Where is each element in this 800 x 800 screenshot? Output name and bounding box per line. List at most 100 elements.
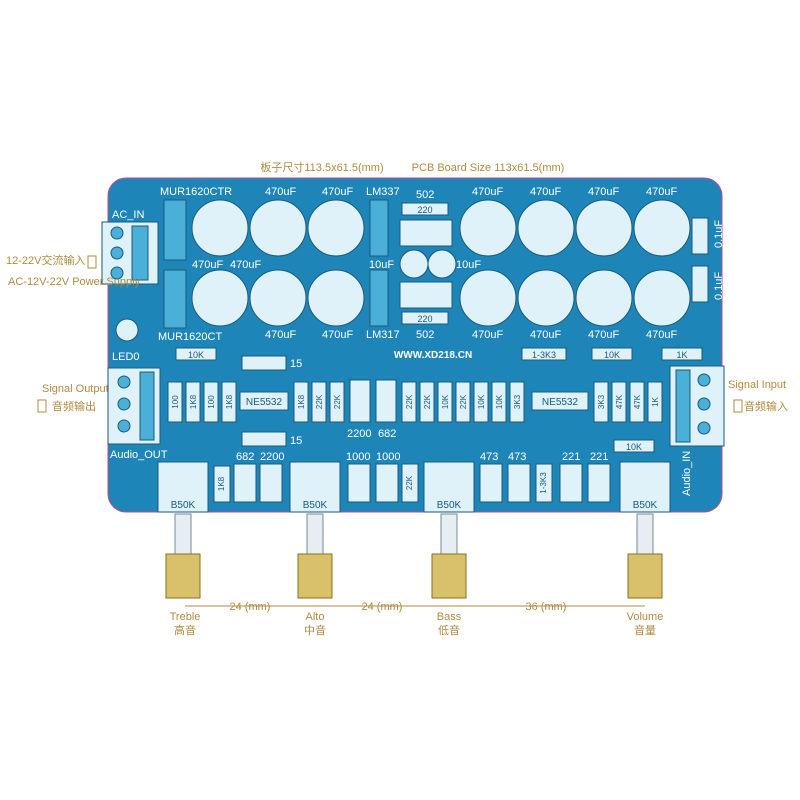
led-label: LED0 xyxy=(112,351,140,363)
spacing-1-label: 24 (mm) xyxy=(230,601,271,613)
cap-2200-mid xyxy=(349,379,371,423)
signal-input-en-label: Signal Input xyxy=(728,379,786,391)
cap-473-b xyxy=(507,463,531,503)
cap-15-bottom xyxy=(241,431,287,447)
res-mid-b-3-label: 10K xyxy=(441,394,450,409)
pot-volume xyxy=(619,461,671,513)
cap-bank-left xyxy=(191,199,365,327)
knob-alto-en-label: Alto xyxy=(306,611,325,623)
cap-01uf-top-label: 0.1uF xyxy=(713,220,725,248)
res-mid-a-group xyxy=(293,381,345,423)
cap-2200-bottom-label: 2200 xyxy=(260,451,284,463)
res-1-3k3-top-label: 1-3K3 xyxy=(532,350,556,360)
regulator-bottom xyxy=(369,269,389,327)
res-left-3-label: 100 xyxy=(207,395,216,409)
diode-bottom-label: MUR1620CT xyxy=(158,331,222,343)
audio-out-terminal xyxy=(107,367,161,445)
trimmer-top xyxy=(399,219,453,247)
knob-treble-icon xyxy=(165,513,201,599)
signal-output-en-label: Signal Output xyxy=(42,383,109,395)
pot-bass xyxy=(423,461,475,513)
board-size-cn-label: 板子尺寸113.5x61.5(mm) xyxy=(260,160,383,174)
res-mid-b-6-label: 10K xyxy=(495,394,504,409)
cap-682-mid xyxy=(375,379,397,423)
knob-bass-icon xyxy=(431,513,467,599)
cap-470-label-4: 470uF xyxy=(230,259,261,271)
cap-682-bottom-label: 682 xyxy=(236,451,254,463)
cap-2200-mid-label: 2200 xyxy=(347,428,371,440)
res-mid-a-2-label: 22K xyxy=(315,394,324,409)
board-size-en-label: PCB Board Size 113x61.5(mm) xyxy=(412,162,565,174)
diode-top-label: MUR1620CTR xyxy=(160,186,232,198)
audio-in-terminal xyxy=(669,365,725,447)
pot-treble xyxy=(157,461,209,513)
res-right-1-label: 3K3 xyxy=(597,394,606,409)
cap-473-a-label: 473 xyxy=(480,451,498,463)
cap-15-top-label: 15 xyxy=(290,358,302,370)
knob-bass-cn-label: 低音 xyxy=(438,623,460,637)
cap-15-top xyxy=(241,355,287,371)
output-arrow-icon xyxy=(37,399,47,413)
cap-10uf-right-label: 10uF xyxy=(456,259,481,271)
cap-470-label-11: 470uF xyxy=(472,329,503,341)
cap-1000-a-label: 1000 xyxy=(346,451,370,463)
opamp-left xyxy=(239,391,289,411)
cap-473-a xyxy=(479,463,503,503)
cap-2200-bottom xyxy=(259,463,283,503)
res-left-2-label: 1K8 xyxy=(189,394,198,409)
res-1k8-bottom xyxy=(213,465,231,503)
power-input-en-label: AC-12V-22V Power Supply xyxy=(8,276,141,288)
audio-in-header-label: Audio_IN xyxy=(681,451,693,496)
ac-in-terminal xyxy=(101,221,159,285)
res-right-2-label: 47K xyxy=(615,394,624,409)
knob-bass-en-label: Bass xyxy=(437,611,462,623)
cap-470-label-1: 470uF xyxy=(265,186,296,198)
res-10k-2-label: 10K xyxy=(604,350,620,360)
cap-10uf-left-label: 10uF xyxy=(369,259,394,271)
ac-in-header-label: AC_IN xyxy=(112,209,144,221)
res-left-4-label: 1K8 xyxy=(225,394,234,409)
cap-01uf-top xyxy=(691,217,709,255)
cap-01uf-bottom xyxy=(691,265,709,303)
res-10k-lower-label: 10K xyxy=(626,442,642,452)
regulator-top xyxy=(369,199,389,257)
cap-470-label-5: 470uF xyxy=(265,329,296,341)
knob-treble-cn-label: 高音 xyxy=(174,623,196,637)
power-arrow-icon xyxy=(87,255,97,269)
signal-input-cn-label: 音频输入 xyxy=(744,399,788,413)
res-1k-top xyxy=(661,347,703,361)
pot-treble-label: B50K xyxy=(171,500,196,511)
input-arrow-icon xyxy=(733,399,743,413)
res-10k-lower xyxy=(613,439,655,453)
res-22k-bottom-label: 22K xyxy=(405,475,414,490)
res-22k-bottom xyxy=(401,463,419,503)
res-1-3k3-top xyxy=(521,347,567,361)
cap-221-a xyxy=(559,463,583,503)
cap-470-label-14: 470uF xyxy=(646,329,677,341)
res-220-bottom-label: 220 xyxy=(417,314,432,324)
cap-1000-a xyxy=(347,463,371,503)
res-mid-a-3-label: 22K xyxy=(333,394,342,409)
pot-alto xyxy=(289,461,341,513)
cap-15-bottom-label: 15 xyxy=(290,435,302,447)
pot-bass-label: B50K xyxy=(437,500,462,511)
pot-alto-label: B50K xyxy=(303,500,328,511)
cap-10uf-right xyxy=(427,249,457,279)
trimmer-bottom xyxy=(399,281,453,309)
cap-470-label-13: 470uF xyxy=(588,329,619,341)
res-220-top xyxy=(401,202,449,216)
cap-01uf-bottom-label: 0.1uF xyxy=(713,272,725,300)
res-right-4-label: 1K xyxy=(651,396,660,406)
spacing-2-label: 24 (mm) xyxy=(362,601,403,613)
res-502-bottom-label: 502 xyxy=(416,329,434,341)
cap-682-bottom xyxy=(233,463,257,503)
res-mid-b-1-label: 22K xyxy=(405,394,414,409)
opamp-left-label: NE5532 xyxy=(246,397,283,408)
res-right-3-label: 47K xyxy=(633,394,642,409)
res-1-3k3-bottom xyxy=(535,463,553,503)
regulator-top-label: LM337 xyxy=(366,186,400,198)
website-label: WWW.XD218.CN xyxy=(394,350,472,361)
cap-1000-b xyxy=(375,463,399,503)
knob-alto-icon xyxy=(297,513,333,599)
